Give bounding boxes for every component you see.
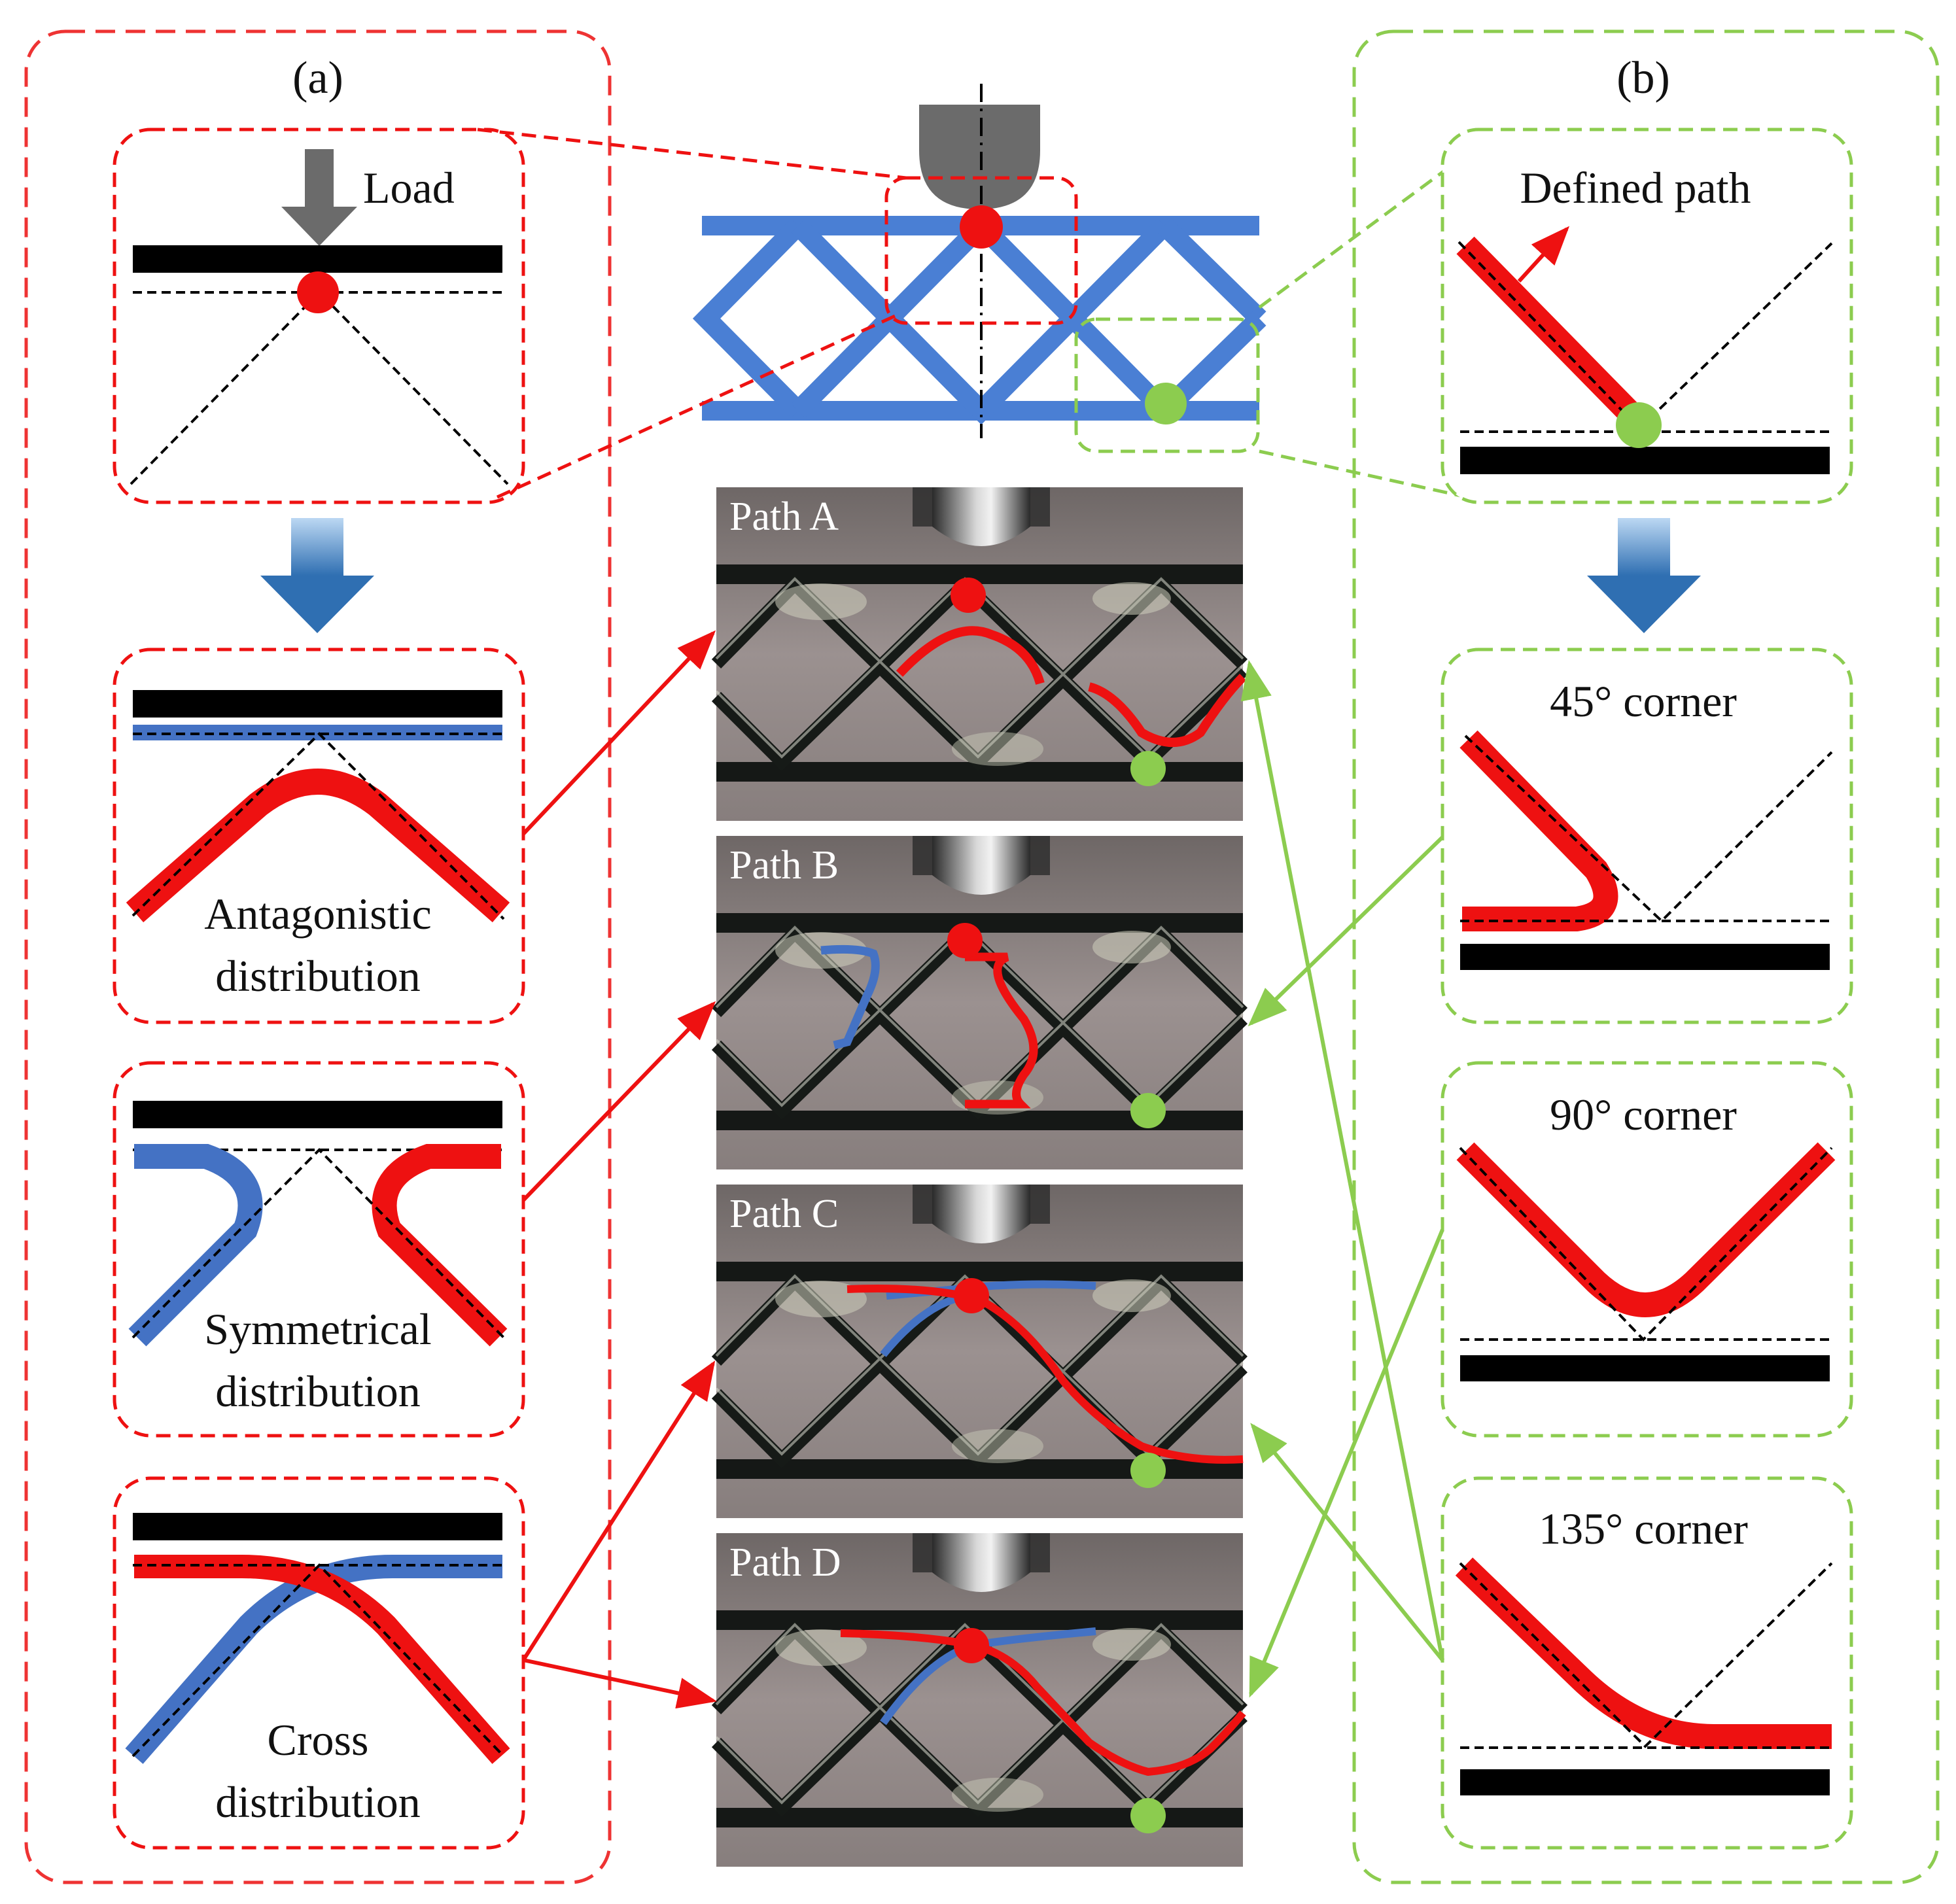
photo-b-label: Path B	[729, 843, 839, 888]
down-arrow-b-icon	[1587, 518, 1701, 633]
center-support-node	[1145, 383, 1187, 424]
support-node	[1616, 402, 1662, 448]
load-inset: Load	[113, 128, 525, 504]
green-connector-arrows	[1240, 660, 1444, 1698]
photo-c-label: Path C	[729, 1192, 839, 1236]
zoom-leaders	[477, 128, 1482, 502]
photo-path-c: Path C	[716, 1185, 1243, 1518]
photo-a-label: Path A	[729, 494, 839, 539]
lattice-schematic	[692, 84, 1266, 453]
load-label: Load	[363, 163, 455, 213]
panel-b-frame	[1352, 29, 1940, 1884]
photo-path-a: Path A	[716, 487, 1243, 821]
load-node	[297, 271, 339, 313]
plate-bar	[133, 245, 502, 273]
cross-line2: distribution	[215, 1777, 421, 1827]
defined-path-label: Defined path	[1520, 163, 1751, 213]
zoom-region-red	[884, 176, 1078, 325]
photo-d-label: Path D	[729, 1540, 841, 1585]
corner-90-label: 90° corner	[1550, 1090, 1737, 1139]
load-arrow-icon	[281, 149, 357, 246]
corner-45-inset: 45° corner	[1441, 648, 1853, 1024]
corner-90-inset: 90° corner	[1441, 1061, 1853, 1438]
antagonistic-inset: Antagonistic distribution	[113, 648, 525, 1024]
symmetrical-inset: Symmetrical distribution	[113, 1061, 525, 1438]
center-load-node	[960, 205, 1003, 249]
cross-inset: Cross distribution	[113, 1476, 525, 1850]
defined-path-inset: Defined path	[1441, 128, 1853, 504]
photo-path-d: Path D	[716, 1533, 1243, 1867]
panel-a-frame	[24, 29, 612, 1884]
indenter-icon	[919, 105, 1040, 209]
normal-arrow-icon	[1517, 226, 1570, 283]
panel-a-label: (a)	[292, 53, 343, 103]
down-arrow-a-icon	[260, 518, 374, 633]
zoom-region-green	[1074, 317, 1260, 453]
antagonistic-line2: distribution	[215, 951, 421, 1001]
red-connector-arrows	[521, 630, 717, 1709]
symmetrical-line1: Symmetrical	[204, 1304, 431, 1354]
corner-45-label: 45° corner	[1550, 676, 1737, 726]
panel-b-label: (b)	[1616, 53, 1670, 103]
symmetrical-line2: distribution	[215, 1366, 421, 1416]
antagonistic-line1: Antagonistic	[204, 889, 432, 939]
cross-line1: Cross	[268, 1715, 369, 1765]
corner-135-inset: 135° corner	[1441, 1476, 1853, 1850]
corner-135-label: 135° corner	[1539, 1504, 1748, 1553]
photo-path-b: Path B	[716, 836, 1243, 1169]
